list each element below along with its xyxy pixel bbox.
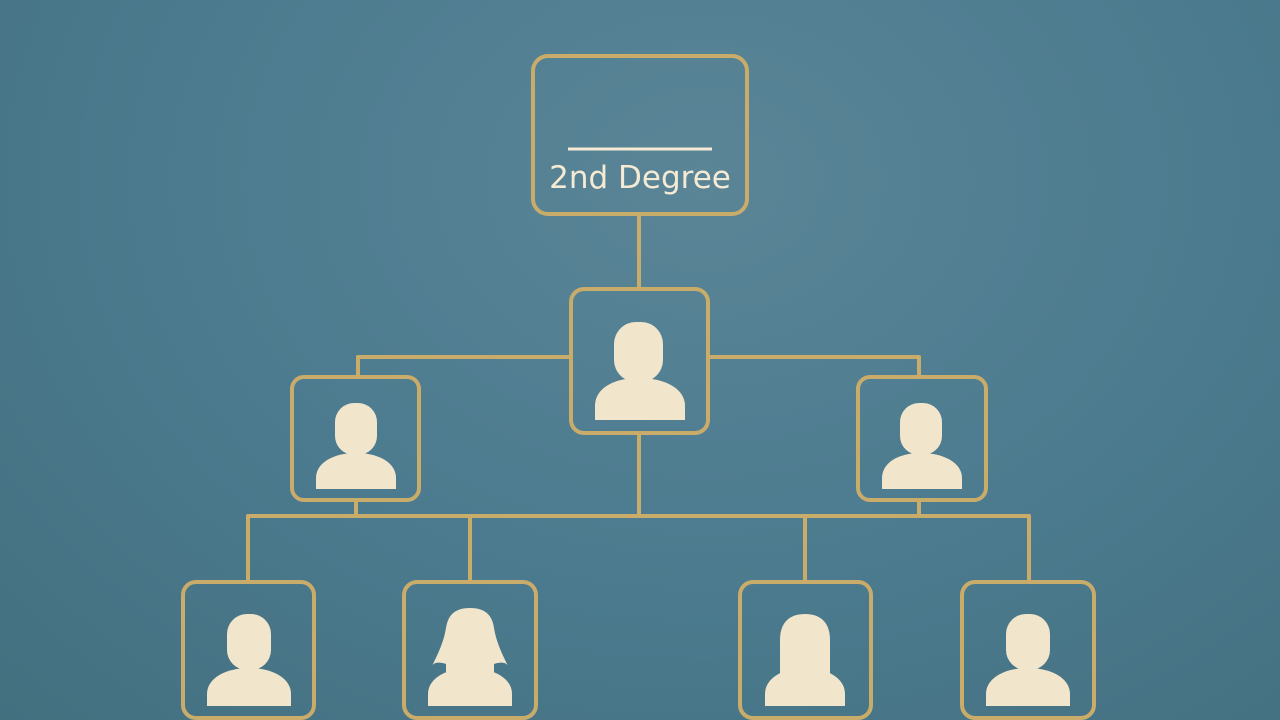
person-icon [986, 614, 1070, 706]
root-node-frame [531, 54, 749, 216]
person-node-bottom-2 [402, 580, 538, 720]
person-icon [595, 322, 685, 420]
diagram-title: 2nd Degree [549, 160, 731, 196]
root-node: 2nd Degree [531, 54, 749, 216]
person-icon [207, 614, 291, 706]
person-frame [856, 375, 988, 502]
person-node-center [569, 287, 710, 435]
person-frame [181, 580, 316, 720]
person-node-right [856, 375, 988, 502]
person-icon [316, 403, 396, 489]
person-node-left [290, 375, 421, 502]
person-node-bottom-1 [181, 580, 316, 720]
person-node-bottom-3 [738, 580, 873, 720]
person-node-bottom-4 [960, 580, 1096, 720]
person-frame [738, 580, 873, 720]
person-frame [290, 375, 421, 502]
person-frame [960, 580, 1096, 720]
person-female-icon [765, 614, 845, 706]
person-female-icon [428, 608, 512, 706]
person-icon [882, 403, 962, 489]
person-frame [569, 287, 710, 435]
connectors [246, 212, 1031, 584]
person-frame [402, 580, 538, 720]
